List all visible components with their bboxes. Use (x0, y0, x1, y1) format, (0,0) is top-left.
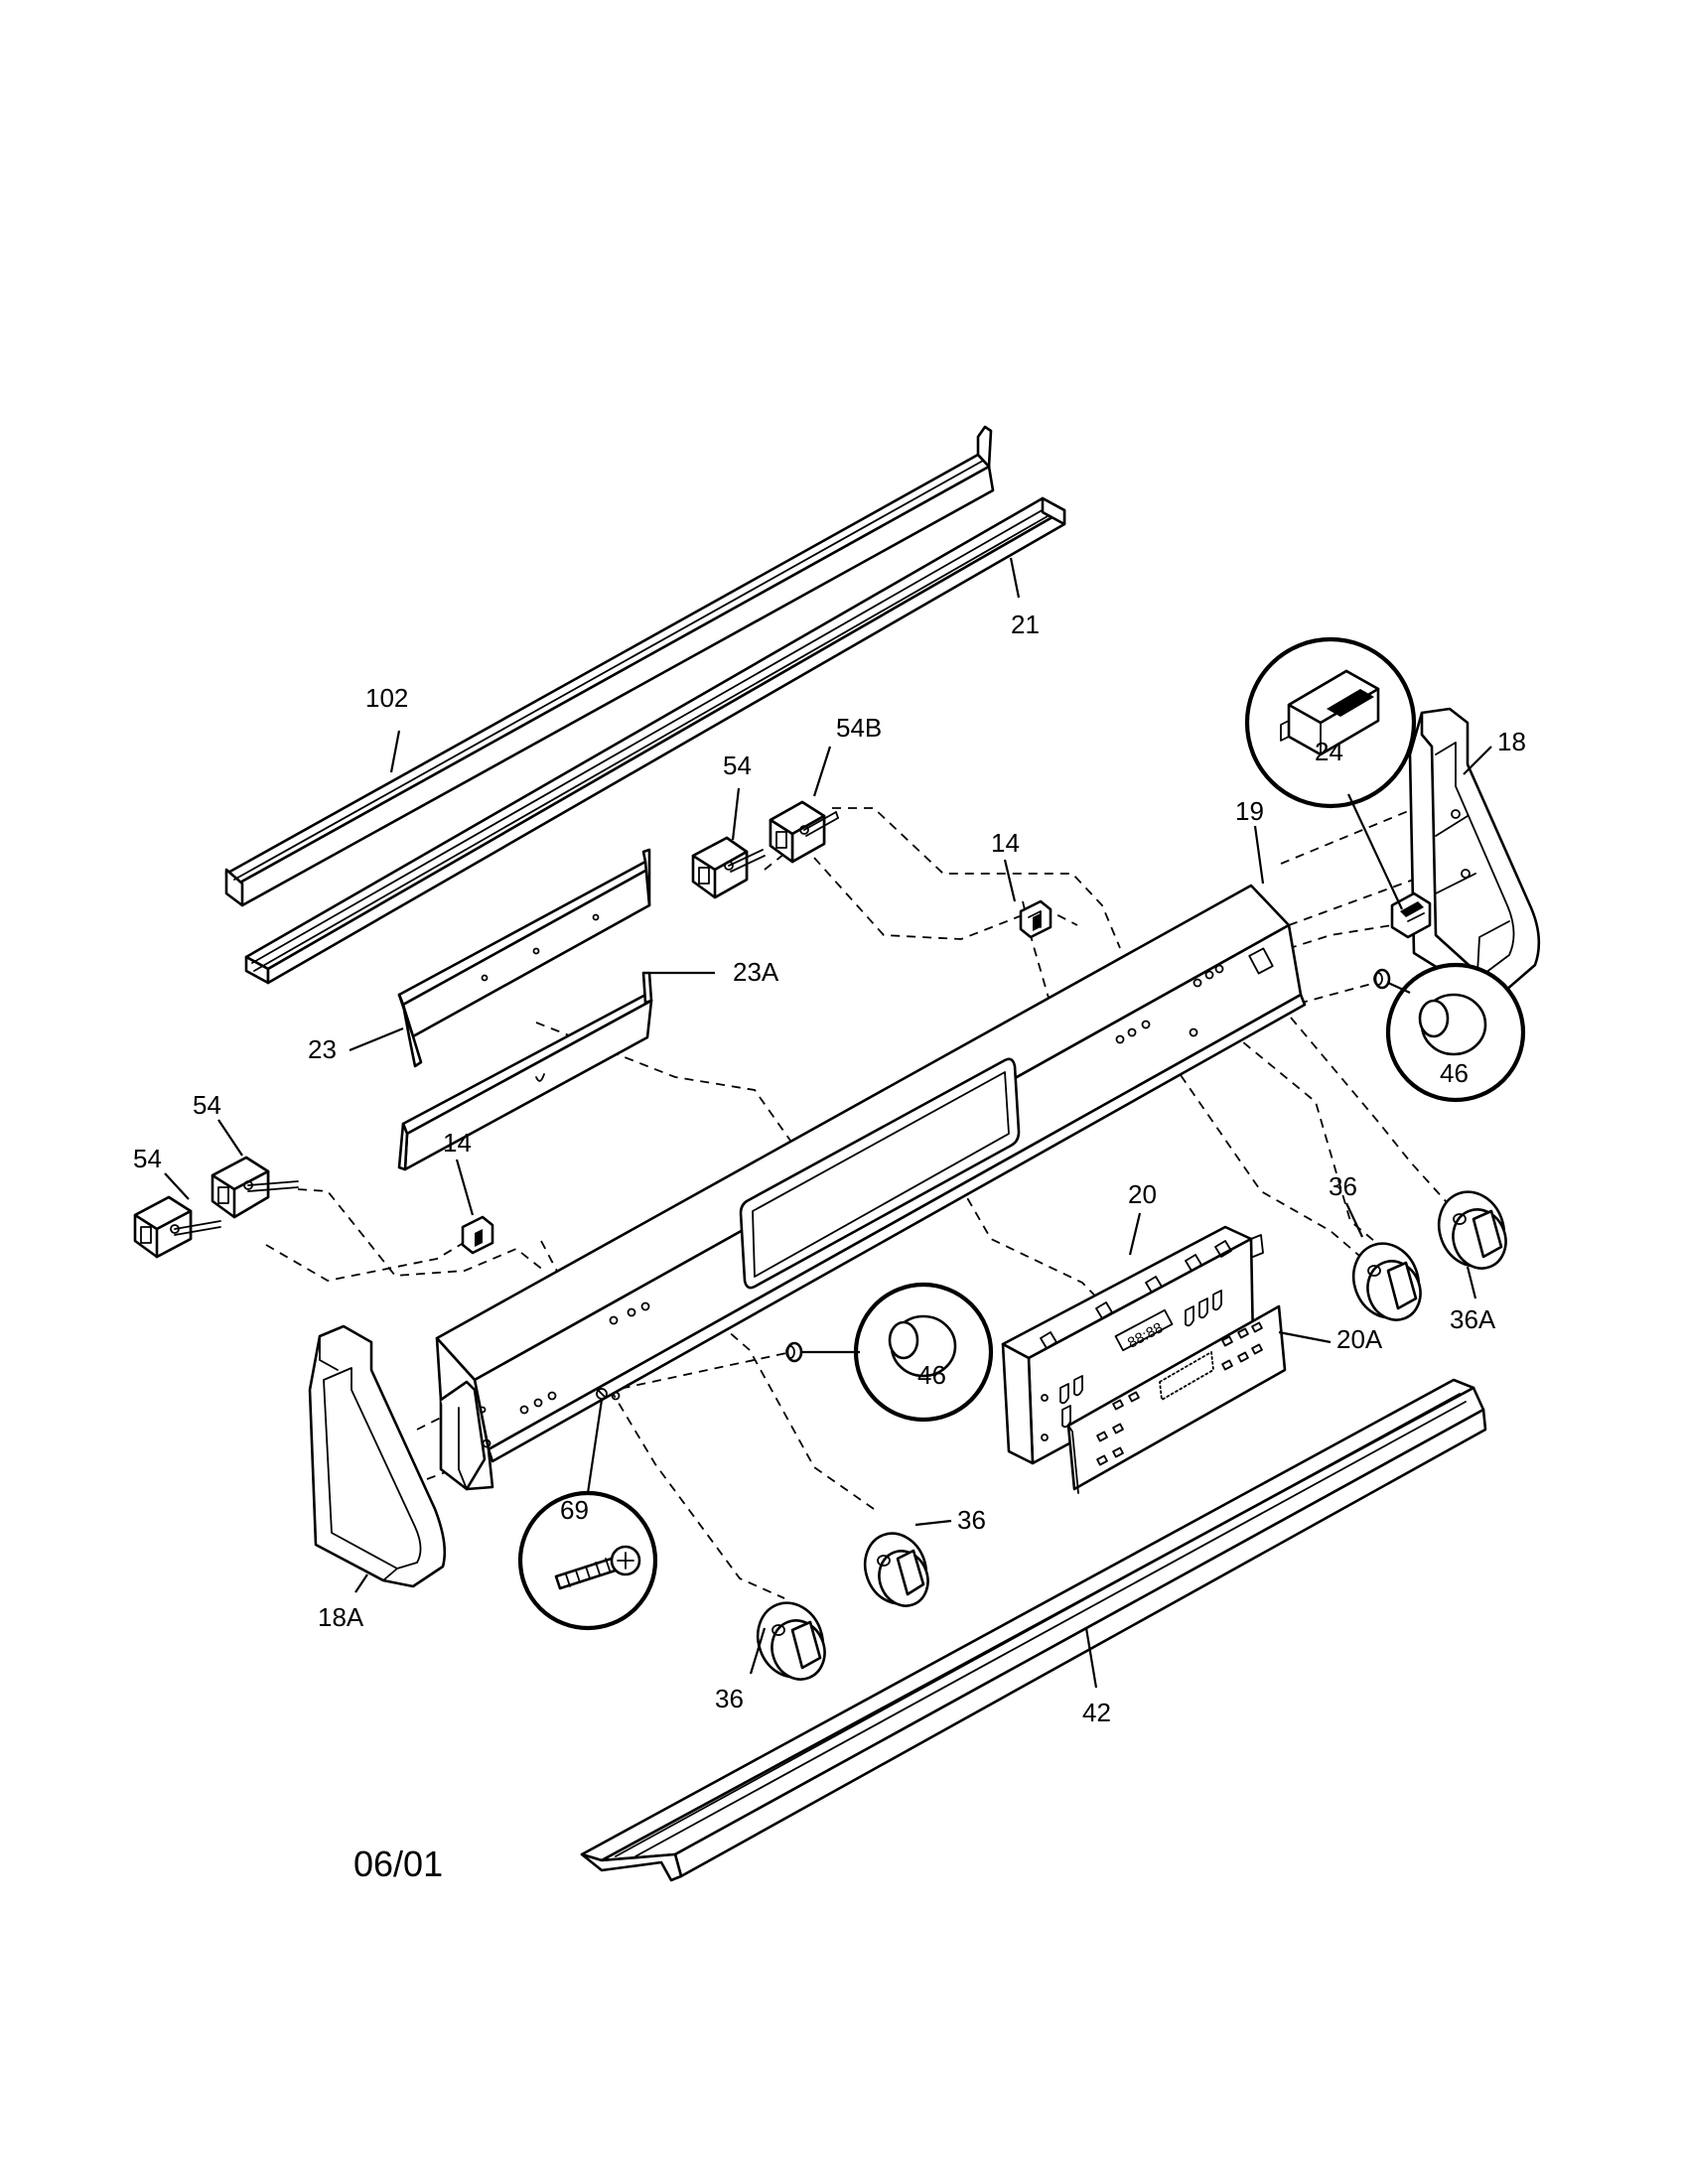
part-23a-bracket (397, 971, 653, 1171)
label-leader-lines (164, 557, 1492, 1689)
label-42: 42 (1082, 1698, 1111, 1727)
part-labels: 102 21 54 54B 14 19 24 18 23 23A 46 54 5… (133, 610, 1526, 1884)
label-18a: 18A (318, 1602, 364, 1632)
callout-46-right-detail (1385, 962, 1526, 1103)
part-24-rocker-switch (1390, 891, 1432, 939)
part-54b-switch (769, 800, 839, 864)
label-36-right: 36 (1329, 1171, 1357, 1201)
label-54-left-upper: 54 (193, 1090, 221, 1120)
label-46-center: 46 (917, 1360, 946, 1390)
label-36a: 36A (1450, 1304, 1496, 1334)
label-36-bottom: 36 (715, 1684, 744, 1713)
part-102-top-trim (224, 425, 995, 907)
label-46-right: 46 (1440, 1058, 1469, 1088)
part-20a-touchpad-overlay (1066, 1304, 1287, 1494)
part-69-screw-small (596, 1388, 608, 1400)
label-21: 21 (1011, 610, 1040, 639)
label-18: 18 (1497, 727, 1526, 756)
part-54-switch-left-lower (133, 1195, 221, 1259)
callout-69-screw-detail (517, 1399, 658, 1631)
part-54-switch-top (691, 836, 766, 899)
label-14-top: 14 (991, 828, 1020, 858)
part-21-trim-channel (244, 496, 1066, 985)
callout-46-center-detail (800, 1282, 994, 1423)
label-36-center: 36 (957, 1505, 986, 1535)
label-20a: 20A (1336, 1324, 1383, 1354)
part-18a-left-end-cap (308, 1324, 447, 1588)
part-14-clip-top (1019, 899, 1052, 939)
part-42-bottom-trim (580, 1378, 1487, 1882)
part-18-right-end-cap (1408, 707, 1541, 995)
part-19-control-panel (435, 884, 1307, 1491)
label-20: 20 (1128, 1179, 1157, 1209)
label-102: 102 (365, 683, 408, 713)
part-54-switch-left-upper (210, 1156, 299, 1219)
label-14-left: 14 (443, 1128, 472, 1158)
part-14-clip-left (461, 1215, 494, 1255)
label-54-left-lower: 54 (133, 1144, 162, 1173)
part-36-knob-right (1351, 1242, 1422, 1321)
label-69: 69 (560, 1495, 589, 1525)
date-code: 06/01 (353, 1843, 443, 1884)
label-23a: 23A (733, 957, 779, 987)
label-54b: 54B (836, 713, 882, 743)
label-19: 19 (1235, 796, 1264, 826)
callout-24-detail (1244, 636, 1417, 910)
label-24: 24 (1315, 737, 1343, 766)
part-46-light-insert-right (1373, 968, 1391, 990)
part-36a-knob (1437, 1190, 1507, 1270)
part-46-light-insert-center (785, 1341, 803, 1363)
part-20-electronic-control: 88:88 (1001, 1225, 1264, 1465)
label-23: 23 (308, 1034, 337, 1064)
part-36-knob-center (863, 1532, 929, 1607)
part-23-bracket (397, 848, 651, 1068)
label-54-top: 54 (723, 751, 752, 780)
part-36-knob-bottom (756, 1601, 826, 1681)
